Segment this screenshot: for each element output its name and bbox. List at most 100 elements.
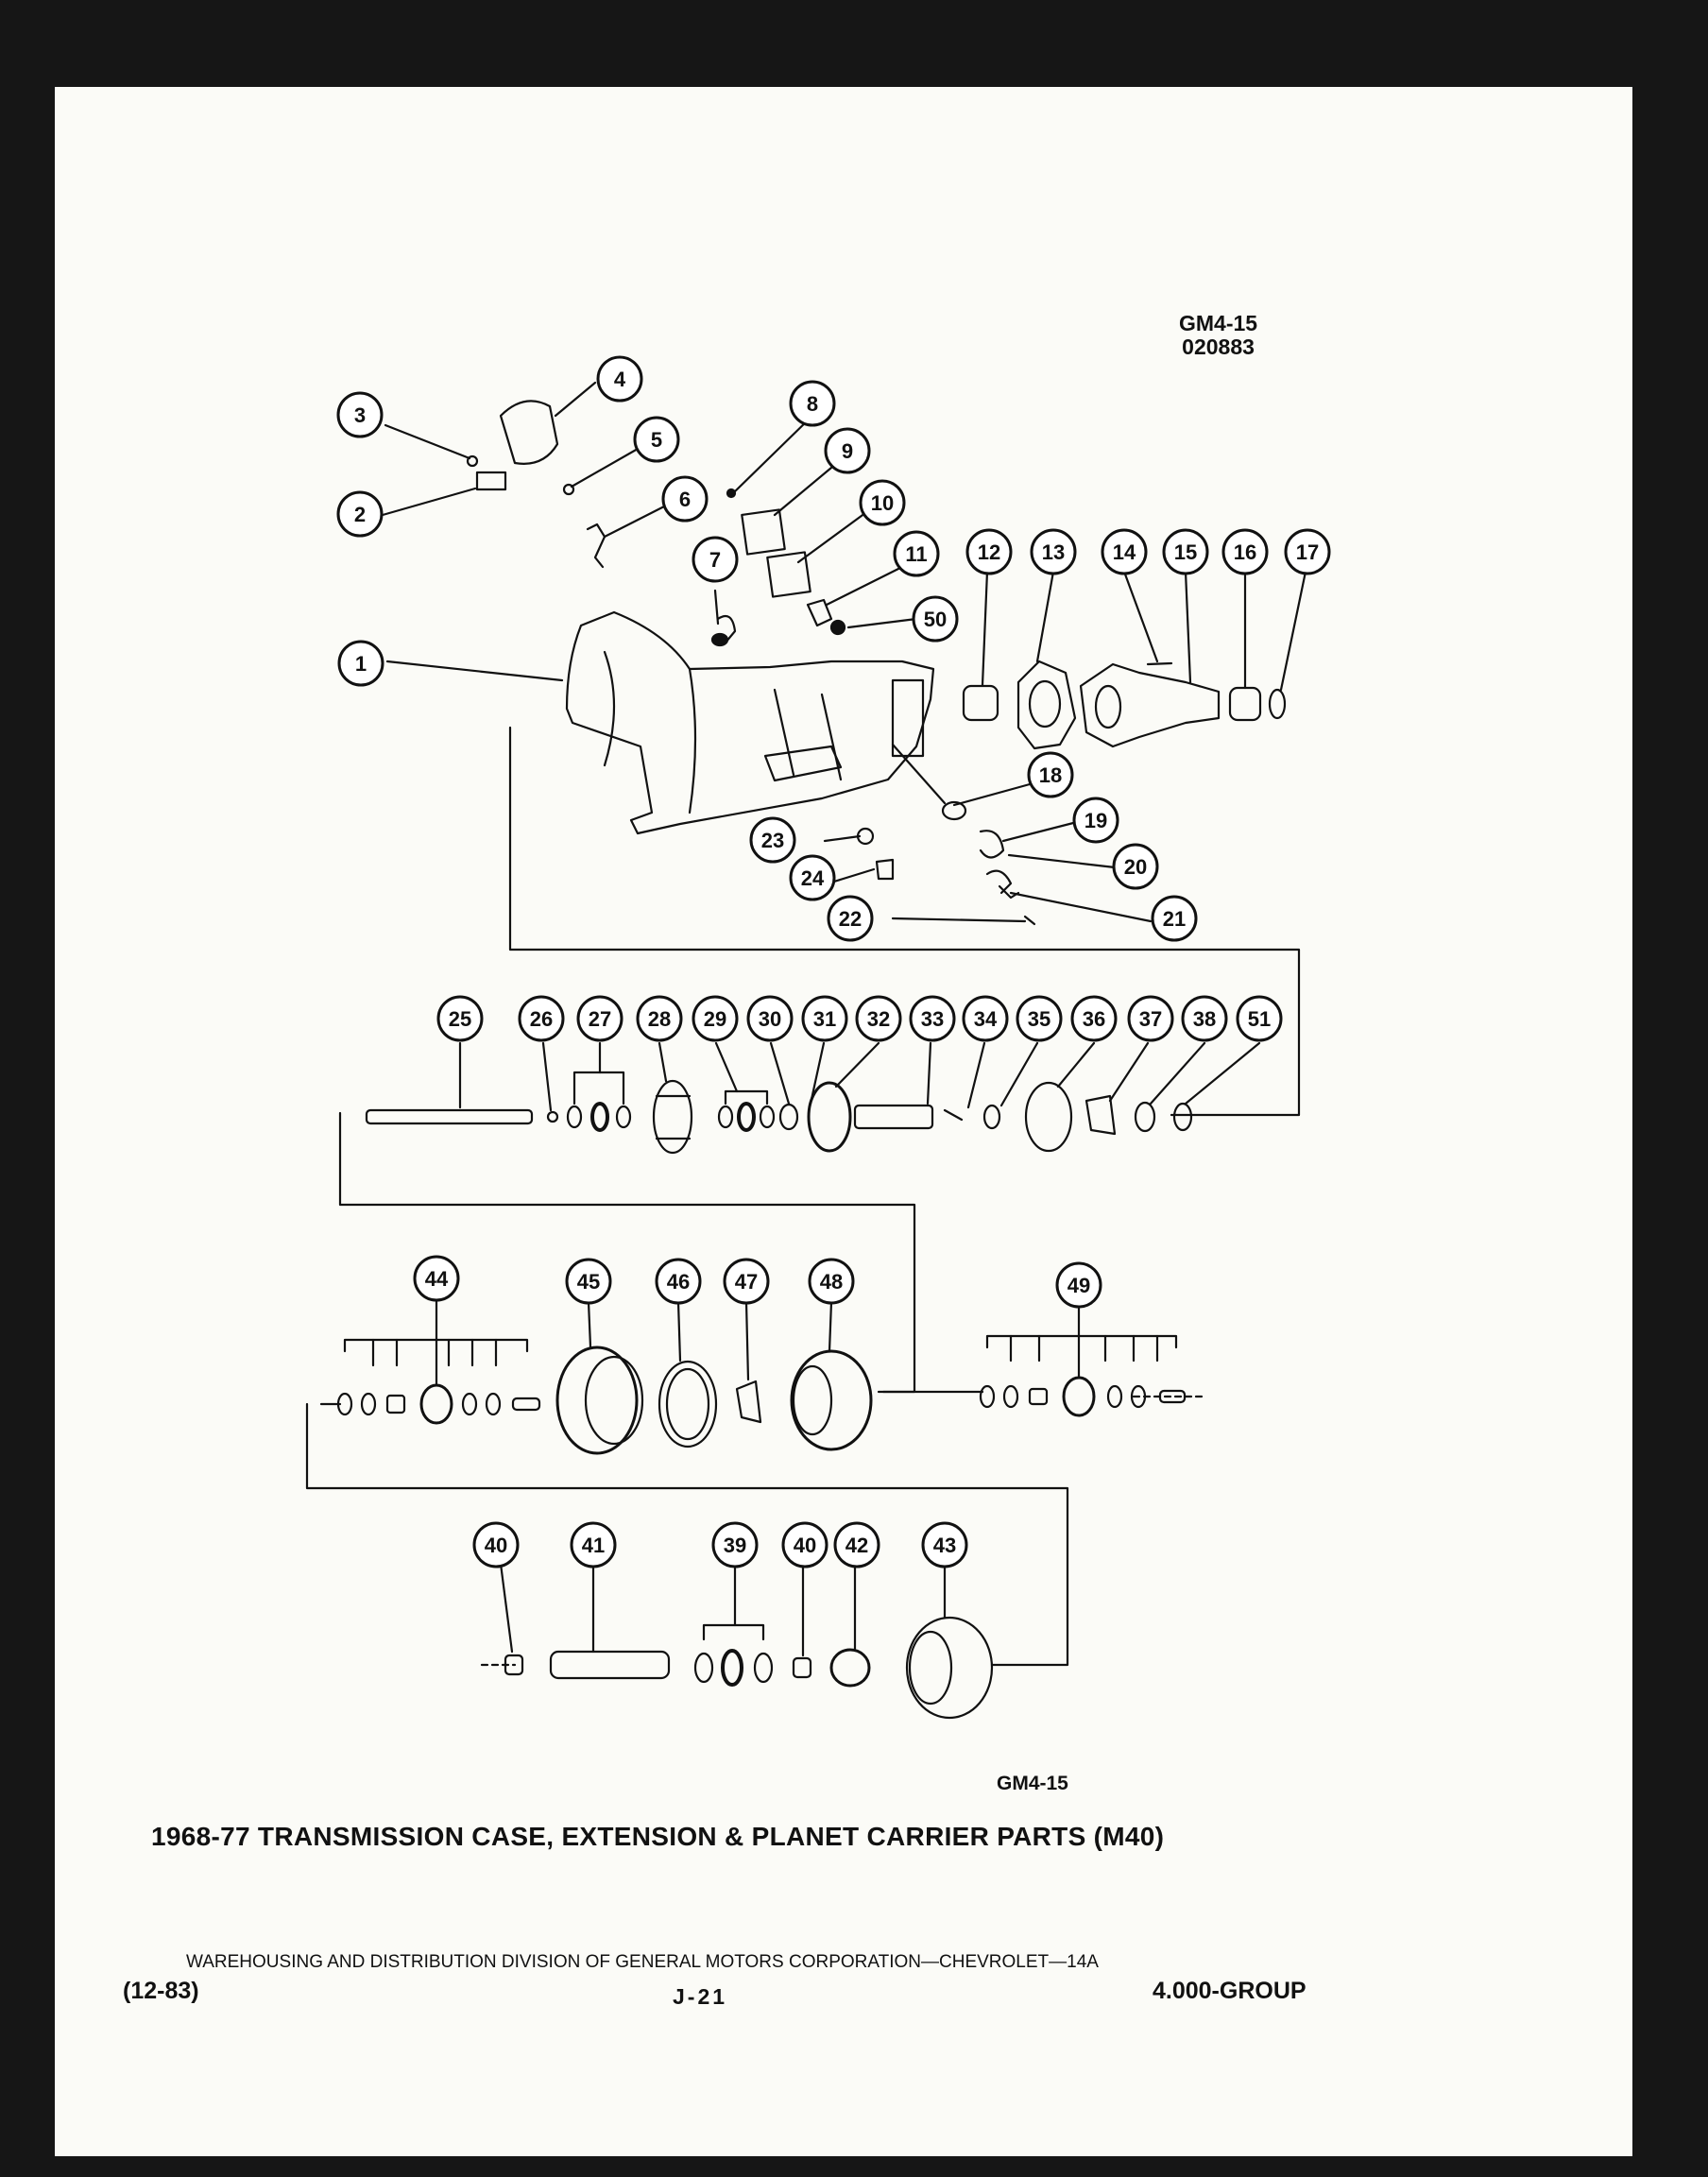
- callout-51: 51: [1236, 995, 1283, 1042]
- callout-43: 43: [921, 1521, 968, 1568]
- callout-35: 35: [1016, 995, 1063, 1042]
- svg-text:15: 15: [1174, 540, 1197, 564]
- svg-text:49: 49: [1068, 1274, 1090, 1297]
- svg-text:28: 28: [648, 1007, 671, 1031]
- svg-text:45: 45: [577, 1270, 600, 1294]
- svg-text:24: 24: [801, 866, 825, 890]
- callout-36: 36: [1070, 995, 1118, 1042]
- callout-48: 48: [808, 1258, 855, 1305]
- svg-text:39: 39: [724, 1534, 746, 1557]
- svg-text:12: 12: [978, 540, 1000, 564]
- callout-21: 21: [1151, 895, 1198, 942]
- callout-42: 42: [833, 1521, 880, 1568]
- callout-27: 27: [576, 995, 623, 1042]
- leader-lines: [381, 381, 1307, 1657]
- callout-26: 26: [518, 995, 565, 1042]
- callout-25: 25: [436, 995, 484, 1042]
- svg-text:9: 9: [842, 439, 853, 463]
- callout-38: 38: [1181, 995, 1228, 1042]
- part-callouts: 1 2 3 4 5 6 7 8 9 10 11 12 13 14 15 16 1…: [336, 355, 1331, 1568]
- svg-text:36: 36: [1083, 1007, 1105, 1031]
- mainshaft-assembly: [365, 1079, 1193, 1155]
- svg-text:50: 50: [924, 608, 947, 631]
- callout-20: 20: [1112, 843, 1159, 890]
- svg-text:30: 30: [759, 1007, 781, 1031]
- svg-text:17: 17: [1296, 540, 1319, 564]
- svg-text:42: 42: [845, 1534, 868, 1557]
- speedometer-parts: [856, 743, 1036, 926]
- figure-title: 1968-77 TRANSMISSION CASE, EXTENSION & P…: [151, 1822, 1165, 1851]
- svg-text:21: 21: [1163, 907, 1186, 931]
- svg-text:31: 31: [813, 1007, 836, 1031]
- svg-text:38: 38: [1193, 1007, 1216, 1031]
- callout-11: 11: [893, 530, 940, 577]
- svg-text:22: 22: [839, 907, 862, 931]
- routing-lines: [305, 726, 1301, 1667]
- reference-code-line: 020883: [1182, 334, 1255, 359]
- svg-text:26: 26: [530, 1007, 553, 1031]
- svg-text:3: 3: [354, 403, 366, 427]
- svg-text:37: 37: [1139, 1007, 1162, 1031]
- figure-code: GM4-15: [997, 1773, 1068, 1794]
- svg-text:23: 23: [761, 829, 784, 852]
- callout-33: 33: [909, 995, 956, 1042]
- callout-32: 32: [855, 995, 902, 1042]
- callout-9: 9: [824, 427, 871, 474]
- svg-text:5: 5: [651, 428, 662, 452]
- callout-24: 24: [789, 854, 836, 901]
- svg-text:33: 33: [921, 1007, 944, 1031]
- callout-41: 41: [570, 1521, 617, 1568]
- svg-text:34: 34: [974, 1007, 998, 1031]
- callout-4: 4: [596, 355, 643, 403]
- callout-8: 8: [789, 380, 836, 427]
- callout-47: 47: [723, 1258, 770, 1305]
- svg-text:1: 1: [355, 652, 367, 676]
- svg-text:46: 46: [667, 1270, 690, 1294]
- callout-3: 3: [336, 391, 384, 438]
- callout-6: 6: [661, 475, 709, 523]
- callout-49: 49: [1055, 1261, 1102, 1309]
- bracket-39: [702, 1623, 765, 1641]
- svg-text:19: 19: [1085, 809, 1107, 832]
- svg-text:27: 27: [589, 1007, 611, 1031]
- svg-text:8: 8: [807, 392, 818, 416]
- svg-text:20: 20: [1124, 855, 1147, 879]
- callout-16: 16: [1221, 528, 1269, 575]
- callout-12: 12: [965, 528, 1013, 575]
- publisher-line: WAREHOUSING AND DISTRIBUTION DIVISION OF…: [186, 1952, 1099, 1972]
- callout-31: 31: [801, 995, 848, 1042]
- svg-text:25: 25: [449, 1007, 471, 1031]
- svg-text:35: 35: [1028, 1007, 1050, 1031]
- bracket-49: [985, 1334, 1178, 1363]
- callout-40-left: 40: [472, 1521, 520, 1568]
- callout-46: 46: [655, 1258, 702, 1305]
- group-code: 4.000-GROUP: [1153, 1978, 1307, 2004]
- svg-text:4: 4: [614, 368, 626, 391]
- svg-text:11: 11: [905, 542, 927, 566]
- callout-17: 17: [1284, 528, 1331, 575]
- transmission-case: [565, 610, 935, 835]
- svg-text:41: 41: [582, 1534, 605, 1557]
- svg-text:32: 32: [867, 1007, 890, 1031]
- callout-45: 45: [565, 1258, 612, 1305]
- callout-30: 30: [746, 995, 794, 1042]
- svg-text:14: 14: [1113, 540, 1136, 564]
- svg-text:47: 47: [735, 1270, 758, 1294]
- svg-text:18: 18: [1039, 763, 1062, 787]
- callout-10: 10: [859, 479, 906, 526]
- svg-text:40: 40: [485, 1534, 507, 1557]
- callout-34: 34: [962, 995, 1009, 1042]
- callout-13: 13: [1030, 528, 1077, 575]
- svg-text:51: 51: [1248, 1007, 1271, 1031]
- svg-text:13: 13: [1042, 540, 1065, 564]
- reference-code: GM4-15 020883: [1179, 312, 1257, 359]
- callout-2: 2: [336, 490, 384, 538]
- svg-text:48: 48: [820, 1270, 843, 1294]
- case-extension-parts: [962, 660, 1287, 750]
- svg-text:43: 43: [933, 1534, 956, 1557]
- callout-19: 19: [1072, 797, 1119, 844]
- svg-text:2: 2: [354, 503, 366, 526]
- callout-29: 29: [692, 995, 739, 1042]
- callout-5: 5: [633, 416, 680, 463]
